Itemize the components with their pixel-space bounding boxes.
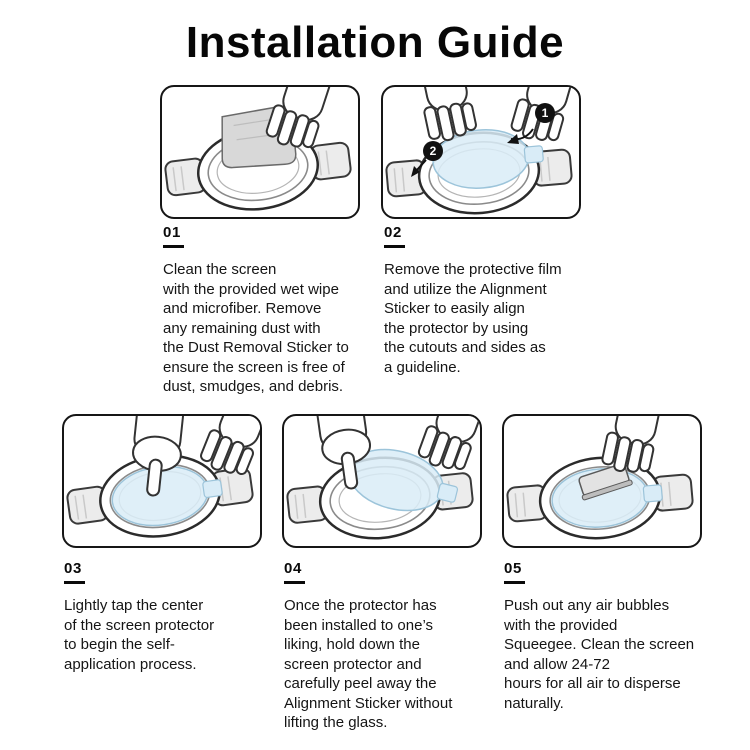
step-description: Remove the protective film and utilize t… bbox=[384, 261, 562, 376]
step-02-block: 02 Remove the protective film and utiliz… bbox=[384, 224, 584, 377]
step-number-underline bbox=[64, 581, 85, 584]
step-description: Push out any air bubbles with the provid… bbox=[504, 597, 695, 712]
step-1-badge: 1 bbox=[535, 103, 555, 123]
svg-text:2: 2 bbox=[430, 144, 437, 158]
step-2-badge: 2 bbox=[423, 141, 443, 161]
step-number-underline bbox=[163, 245, 184, 248]
illustration-step-01 bbox=[162, 87, 356, 217]
panel-step-02: 1 2 bbox=[381, 85, 581, 219]
step-03-block: 03 Lightly tap the center of the screen … bbox=[64, 560, 269, 674]
step-04-block: 04 Once the protector has been installed… bbox=[284, 560, 489, 733]
panel-step-01 bbox=[160, 85, 360, 219]
step-description: Lightly tap the center of the screen pro… bbox=[64, 597, 215, 673]
step-number-underline bbox=[504, 581, 525, 584]
arrowhead-icon bbox=[411, 166, 420, 177]
arrowhead-icon bbox=[507, 134, 519, 144]
step-description: Clean the screen with the provided wet w… bbox=[163, 261, 349, 395]
step-01-block: 01 Clean the screen with the provided we… bbox=[163, 224, 358, 397]
illustration-step-04 bbox=[284, 416, 480, 546]
step-number: 03 bbox=[64, 560, 82, 577]
svg-text:1: 1 bbox=[542, 106, 549, 120]
panel-step-04 bbox=[282, 414, 482, 548]
step-number: 05 bbox=[504, 560, 522, 577]
step-number-underline bbox=[384, 245, 405, 248]
illustration-step-03 bbox=[64, 416, 260, 546]
illustration-step-02: 1 2 bbox=[383, 87, 579, 217]
step-05-block: 05 Push out any air bubbles with the pro… bbox=[504, 560, 709, 713]
illustration-step-05 bbox=[504, 416, 697, 546]
step-number: 04 bbox=[284, 560, 302, 577]
step-number: 02 bbox=[384, 224, 402, 241]
panel-step-03 bbox=[62, 414, 262, 548]
step-number-underline bbox=[284, 581, 305, 584]
panel-step-05 bbox=[502, 414, 702, 548]
step-description: Once the protector has been installed to… bbox=[284, 597, 453, 731]
arrow-icon bbox=[415, 159, 427, 172]
page-title: Installation Guide bbox=[185, 18, 565, 67]
step-number: 01 bbox=[163, 224, 181, 241]
